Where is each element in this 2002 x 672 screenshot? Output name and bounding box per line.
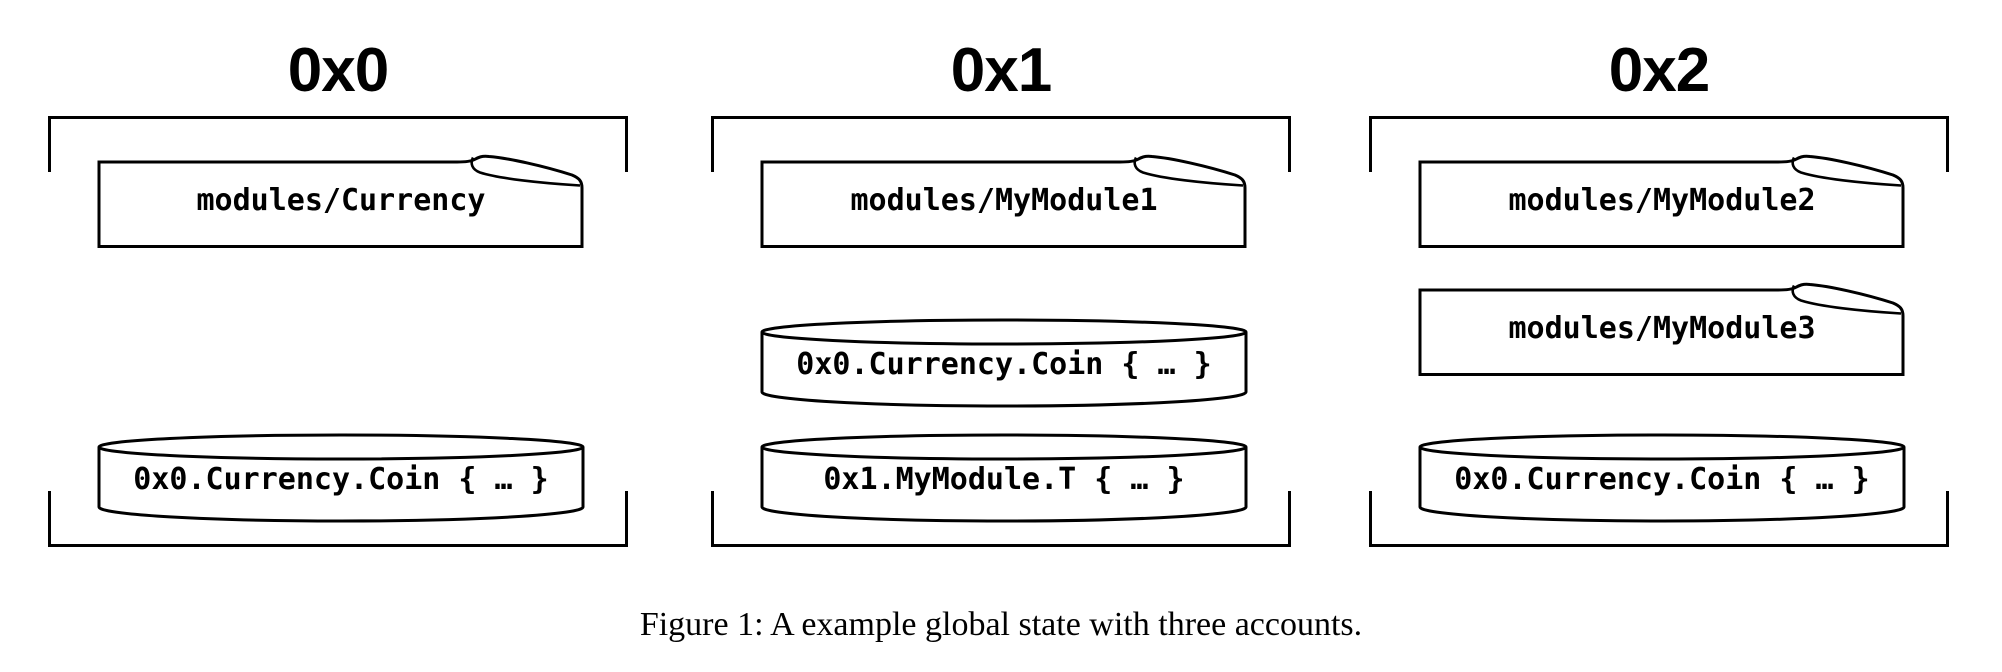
module-name: modules/Currency [196, 182, 486, 218]
module-file: modules/MyModule1 [759, 150, 1249, 250]
module-file: modules/MyModule3 [1417, 278, 1907, 378]
resource-cylinder: 0x0.Currency.Coin { … } [96, 433, 586, 525]
account-bracket-bottom [711, 491, 1291, 547]
figure-caption: Figure 1: A example global state with th… [639, 606, 1363, 643]
resource-name: 0x1.MyModule.T { … } [823, 461, 1185, 497]
resource-cylinder: 0x0.Currency.Coin { … } [759, 318, 1249, 410]
account-bracket-bottom [48, 491, 628, 547]
account-0x2: 0x2 modules/MyModule2 modules/MyModule3 … [1369, 0, 1949, 672]
module-name: modules/MyModule3 [1508, 310, 1816, 346]
module-file: modules/Currency [96, 150, 586, 250]
resource-name: 0x0.Currency.Coin { … } [1454, 461, 1870, 497]
resource-cylinder: 0x0.Currency.Coin { … } [1417, 433, 1907, 525]
account-0x0: 0x0 modules/Currency 0x0.Currency.Coin {… [48, 0, 628, 672]
account-address: 0x0 [287, 36, 389, 105]
resource-name: 0x0.Currency.Coin { … } [796, 346, 1212, 382]
account-bracket-bottom [1369, 491, 1949, 547]
module-name: modules/MyModule2 [1508, 182, 1816, 218]
account-address: 0x2 [1608, 36, 1710, 105]
module-name: modules/MyModule1 [850, 182, 1158, 218]
account-address: 0x1 [950, 36, 1052, 105]
resource-cylinder: 0x1.MyModule.T { … } [759, 433, 1249, 525]
account-0x1: 0x1 modules/MyModule1 0x0.Currency.Coin … [711, 0, 1291, 672]
module-file: modules/MyModule2 [1417, 150, 1907, 250]
resource-name: 0x0.Currency.Coin { … } [133, 461, 549, 497]
